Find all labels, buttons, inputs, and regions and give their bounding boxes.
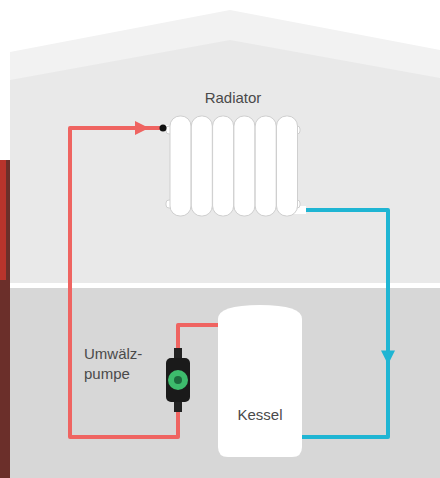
boiler: Kessel: [218, 305, 302, 457]
pipe: [302, 210, 395, 437]
radiator: Radiator: [160, 86, 306, 220]
node-label: Radiator: [160, 88, 306, 108]
arrowhead: [381, 351, 395, 365]
roof: [10, 10, 440, 283]
basement: [10, 288, 440, 478]
floor-line: [10, 283, 440, 288]
pipe-line: [302, 210, 388, 437]
photo-strip: [0, 160, 6, 280]
arrowhead: [135, 121, 149, 135]
pipe-line: [70, 128, 178, 437]
pump-symbol: [164, 348, 192, 412]
radiator-symbol: [160, 112, 306, 220]
pipe: [70, 121, 178, 437]
pump: Umwälz- pumpe: [80, 348, 192, 412]
boiler-shape: [218, 305, 302, 457]
photo-strip: [0, 160, 10, 478]
upper-floor: [10, 40, 440, 283]
pipe-line: [178, 325, 218, 348]
node-label: Umwälz- pumpe: [84, 344, 148, 384]
pipe: [178, 325, 218, 348]
node-label: Kessel: [218, 405, 302, 425]
